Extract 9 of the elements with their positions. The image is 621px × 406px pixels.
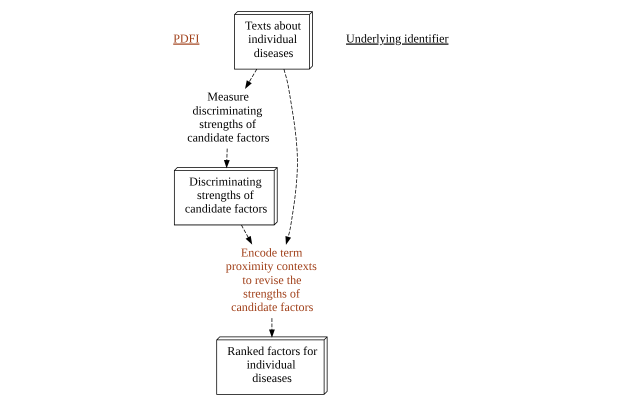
- arrow: [284, 68, 298, 245]
- arrow: [245, 68, 258, 89]
- arrow: [269, 318, 275, 338]
- node-text: Encode term proximity contexts to revise the strengths of candidate factors: [226, 246, 317, 314]
- arrow: [241, 224, 252, 245]
- node-text: Measure discriminating strengths of candidate factors: [187, 90, 270, 145]
- label: Underlying identifier: [346, 31, 448, 46]
- label: PDFI: [173, 31, 200, 46]
- arrow: [224, 148, 230, 168]
